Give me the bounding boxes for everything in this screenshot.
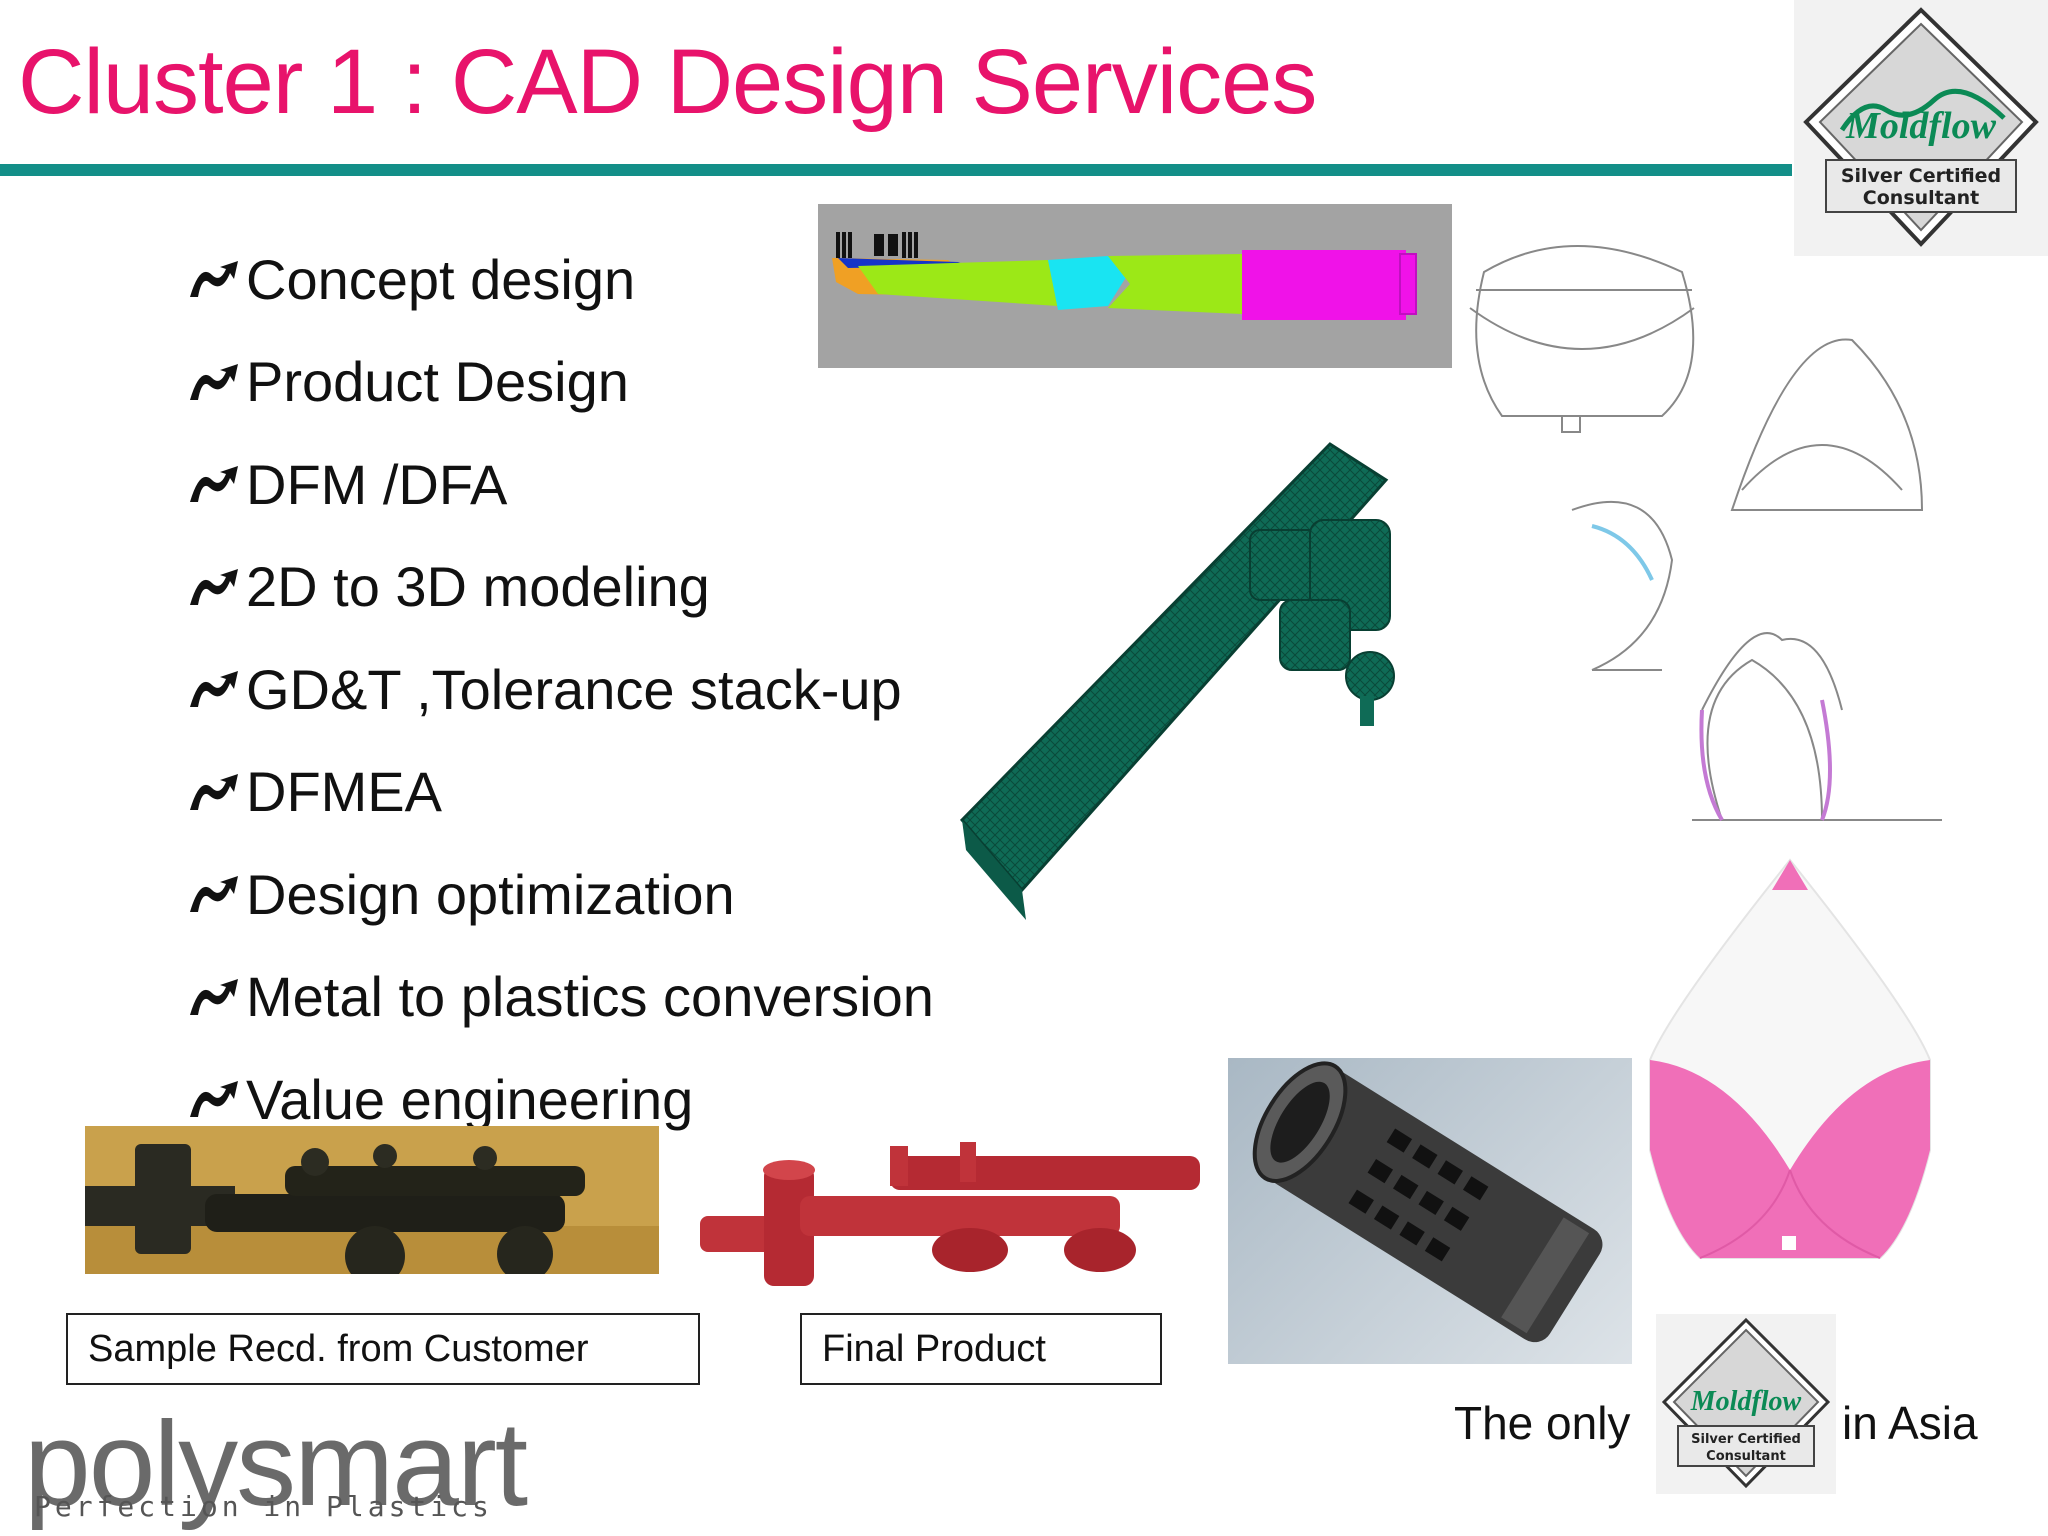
bullet-text: DFM /DFA (246, 452, 508, 516)
svg-text:Consultant: Consultant (1706, 1449, 1786, 1464)
list-item: Concept design (186, 228, 934, 331)
bullet-text: 2D to 3D modeling (246, 555, 710, 619)
curly-arrow-icon (190, 363, 238, 400)
moldflow-badge-top: Moldflow Silver Certified Consultant (1794, 0, 2048, 256)
list-item: Value engineering (186, 1048, 934, 1151)
company-name: polysmart (24, 1397, 528, 1531)
curly-arrow-icon (190, 671, 238, 708)
list-item: GD&T ,Tolerance stack-up (186, 638, 934, 741)
toothbrush-simulation-image (818, 204, 1452, 368)
curly-arrow-icon (190, 876, 238, 913)
title-divider (0, 164, 1792, 176)
bullet-text: Product Design (246, 350, 629, 414)
footer-note-before: The only (1454, 1397, 1631, 1449)
final-product-render (700, 1126, 1210, 1296)
curly-arrow-icon (190, 978, 238, 1015)
footer-note-after: in Asia (1842, 1397, 1978, 1449)
bullet-text: Metal to plastics conversion (246, 965, 934, 1029)
svg-text:Silver Certified: Silver Certified (1841, 165, 2001, 187)
svg-text:Moldflow: Moldflow (1690, 1386, 1802, 1417)
curly-arrow-icon (190, 1081, 238, 1118)
curly-arrow-icon (190, 261, 238, 298)
slide-title: Cluster 1 : CAD Design Services (18, 31, 1317, 133)
bullet-text: DFMEA (246, 760, 442, 824)
caption-sample: Sample Recd. from Customer (66, 1313, 700, 1385)
svg-text:Silver Certified: Silver Certified (1691, 1432, 1801, 1447)
bullet-text: Design optimization (246, 862, 735, 926)
sample-part-photo (85, 1126, 659, 1286)
list-item: DFMEA (186, 741, 934, 844)
bullet-text: GD&T ,Tolerance stack-up (246, 657, 902, 721)
list-item: DFM /DFA (186, 433, 934, 536)
pink-product-render-image (1630, 850, 1950, 1280)
company-tagline: Perfection in Plastics (34, 1490, 493, 1523)
bullet-text: Value engineering (246, 1067, 694, 1131)
fea-mesh-image (950, 420, 1510, 920)
svg-text:Moldflow: Moldflow (1845, 105, 1997, 147)
services-list: Concept design Product Design DFM /DFA 2… (186, 228, 934, 1151)
list-item: 2D to 3D modeling (186, 536, 934, 639)
curly-arrow-icon (190, 568, 238, 605)
caption-final-product: Final Product (800, 1313, 1162, 1385)
bullet-text: Concept design (246, 247, 636, 311)
sketch-drawings-image (1462, 220, 1962, 840)
moldflow-badge-small: Moldflow Silver Certified Consultant (1656, 1314, 1836, 1494)
list-item: Design optimization (186, 843, 934, 946)
curly-arrow-icon (190, 466, 238, 503)
cylinder-part-render (1228, 1058, 1632, 1364)
company-logo: polysmart (24, 1395, 528, 1533)
curly-arrow-icon (190, 773, 238, 810)
svg-text:Consultant: Consultant (1863, 187, 1979, 209)
list-item: Product Design (186, 331, 934, 434)
list-item: Metal to plastics conversion (186, 946, 934, 1049)
